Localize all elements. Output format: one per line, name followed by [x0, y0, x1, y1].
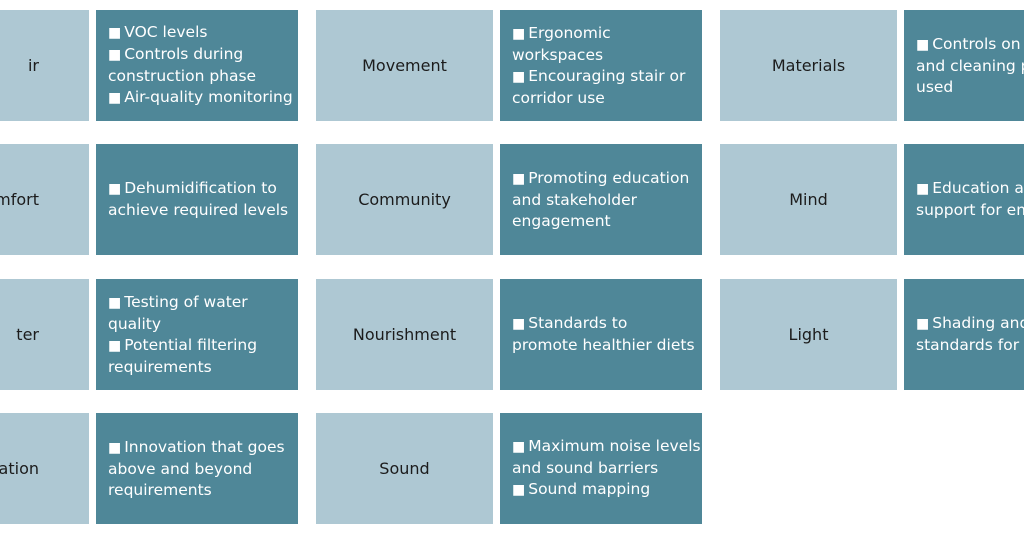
category-label: Materials [771, 56, 846, 75]
category-label: Nourishment [352, 325, 457, 344]
bullet-item: VOC levels [108, 22, 292, 44]
bullet-continuation: achieve required levels [108, 201, 289, 219]
category-box-materials: Materials [720, 10, 897, 121]
category-box-light: Light [720, 279, 897, 390]
category-label: Light [788, 325, 829, 344]
category-box-community: Community [316, 144, 493, 255]
category-box-thermal-comfort: comfort [0, 144, 89, 255]
category-label: Movement [362, 56, 447, 75]
bullet-continuation: quality [108, 314, 162, 333]
category-label: Community [358, 190, 451, 209]
bullet-item: Sound mapping [512, 479, 696, 501]
detail-box-movement: ErgonomicworkspacesEncouraging stair orc… [500, 10, 702, 121]
bullet-continuation: standards for l [916, 336, 1024, 354]
bullet-item: Testing of water [108, 292, 292, 314]
bullet-continuation: support for em [916, 201, 1024, 219]
bullet-continuation: requirements [108, 480, 212, 499]
category-label: Sound [379, 459, 430, 478]
bullet-continuation: workspaces [512, 45, 604, 64]
category-label: Mind [789, 190, 828, 209]
bullet-continuation: corridor use [512, 88, 605, 107]
bullet-item: Standards to [512, 313, 696, 335]
bullet-continuation: promote healthier diets [512, 336, 695, 354]
category-box-innovation: vation [0, 413, 89, 524]
bullet-continuation: and stakeholder [512, 190, 638, 209]
bullet-item: Air-quality monitoring [108, 87, 292, 109]
bullet-continuation: used [916, 77, 954, 96]
bullet-continuation: engagement [512, 211, 611, 230]
detail-box-materials: Controls on mand cleaning p used [904, 10, 1024, 121]
bullet-continuation: construction phase [108, 67, 257, 85]
bullet-item: Education an [916, 178, 1024, 200]
category-label: ir [27, 56, 39, 75]
category-box-sound: Sound [316, 413, 493, 524]
category-label: ter [16, 325, 39, 344]
bullet-continuation: and sound barriers [512, 459, 659, 477]
bullet-item: Controls on m [916, 34, 1024, 56]
bullet-continuation: requirements [108, 357, 212, 376]
category-box-air: ir [0, 10, 89, 121]
category-box-water: ter [0, 279, 89, 390]
bullet-continuation: and cleaning p [916, 56, 1024, 75]
bullet-item: Dehumidification to [108, 178, 292, 200]
category-box-movement: Movement [316, 10, 493, 121]
bullet-item: Potential filtering [108, 335, 292, 357]
category-box-mind: Mind [720, 144, 897, 255]
bullet-item: Encouraging stair or [512, 66, 696, 88]
bullet-item: Promoting education [512, 168, 696, 190]
bullet-item: Ergonomic [512, 23, 696, 45]
bullet-continuation: above and beyond [108, 459, 253, 478]
bullet-item: Shading and [916, 313, 1024, 335]
bullet-item: Maximum noise levels [512, 436, 700, 458]
category-box-nourishment: Nourishment [316, 279, 493, 390]
bullet-item: Controls during [108, 44, 292, 66]
detail-box-water: Testing of waterqualityPotential filteri… [96, 279, 298, 390]
bullet-item: Innovation that goes [108, 437, 292, 459]
category-label: comfort [0, 190, 39, 209]
category-label: vation [0, 459, 39, 478]
